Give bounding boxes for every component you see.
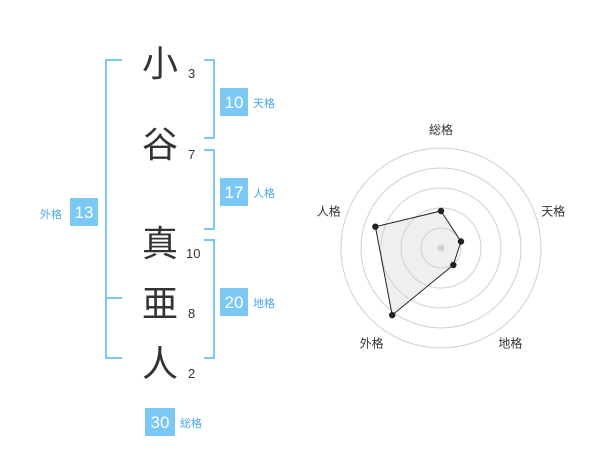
radar-axis-label-4: 外格: [360, 336, 384, 351]
radar-ring-4: [360, 167, 522, 329]
radar-ring-5: [340, 147, 542, 349]
radar-data-area: [374, 210, 462, 317]
name-char-3: 真: [142, 224, 178, 265]
soukaku-value: 30: [151, 413, 170, 432]
score-badge-tenkaku: 10 天格: [220, 88, 275, 116]
jinkaku-label: 人格: [253, 186, 275, 200]
chikaku-bracket: [204, 239, 215, 359]
radar-point-4: [389, 311, 396, 319]
tenkaku-bracket: [204, 59, 215, 139]
name-char-1: 小: [142, 44, 178, 85]
radar-axis-label-5: 人格: [317, 204, 341, 219]
radar-ring-3: [380, 187, 502, 309]
radar-center-dot: [437, 244, 445, 252]
jinkaku-value: 17: [225, 183, 244, 202]
jinkaku-bracket: [204, 149, 215, 230]
stroke-count-2: 7: [188, 147, 195, 162]
stroke-count-1: 3: [188, 66, 195, 81]
brackets: [105, 59, 215, 359]
chikaku-label: 地格: [253, 296, 275, 310]
radar-grid: [340, 147, 542, 349]
chikaku-value: 20: [225, 293, 244, 312]
radar-point-3: [450, 261, 457, 269]
outer-bracket: [105, 59, 122, 359]
name-char-5: 人: [142, 344, 178, 385]
name-char-4: 亜: [142, 284, 178, 325]
name-char-2: 谷: [142, 125, 178, 166]
radar-points: [372, 207, 465, 319]
radar-axis-label-2: 天格: [541, 204, 565, 219]
radar-axis-label-1: 総格: [429, 122, 453, 137]
stroke-count-5: 2: [188, 366, 195, 381]
gaikaku-value: 13: [75, 203, 94, 222]
radar-ring-1: [420, 227, 462, 269]
score-badge-jinkaku: 17 人格: [220, 178, 275, 206]
radar-axis-label-3: 地格: [498, 336, 522, 351]
score-badge-soukaku: 30 総格: [145, 408, 202, 436]
score-badge-gaikaku: 外格 13: [40, 198, 98, 226]
name-characters: 小 3 谷 7 真 10 亜 8 人 2: [142, 44, 200, 385]
tenkaku-value: 10: [225, 93, 244, 112]
gaikaku-label: 外格: [40, 207, 62, 221]
tenkaku-label: 天格: [253, 96, 275, 110]
radar-point-2: [457, 238, 465, 245]
stroke-count-3: 10: [186, 246, 200, 261]
score-badge-chikaku: 20 地格: [220, 288, 275, 316]
radar-point-1: [437, 207, 445, 215]
soukaku-label: 総格: [180, 416, 202, 430]
radar-point-5: [372, 223, 379, 230]
stroke-count-4: 8: [188, 306, 195, 321]
